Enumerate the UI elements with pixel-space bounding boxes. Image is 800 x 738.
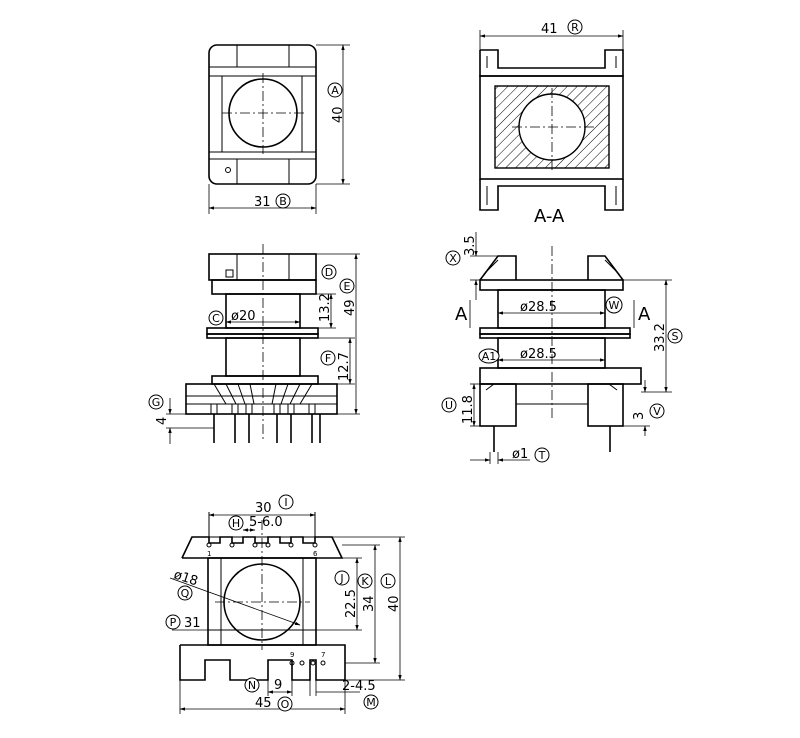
side-dim-phi1: ø1	[512, 447, 528, 462]
top-view-outline	[208, 44, 317, 185]
bottom-dim-9: 9	[274, 678, 282, 693]
pin1-marker	[225, 167, 231, 173]
bottom-dim-31: 31	[184, 616, 201, 631]
bottom-pin-1: 1	[207, 550, 211, 558]
front-tag-e: E	[344, 280, 351, 293]
bottom-tag-h: H	[232, 517, 240, 530]
side-tag-x: X	[449, 252, 457, 265]
bottom-pin-9: 9	[290, 651, 294, 659]
front-dim-4: 4	[155, 417, 170, 425]
top-view: 40 A 31 B	[208, 44, 350, 214]
front-dim-12-7: 12.7	[337, 352, 352, 381]
top-dim-width: 31	[254, 195, 271, 210]
side-tag-a1: A1	[482, 350, 497, 363]
front-dim-49: 49	[343, 299, 358, 316]
section-tag-r: R	[571, 21, 579, 34]
section-view: 41 R A-A	[479, 19, 624, 227]
bottom-pins-base	[289, 660, 326, 666]
side-dim-phi28-5-bottom: ø28.5	[520, 347, 557, 362]
bottom-tag-k: K	[361, 575, 369, 588]
side-tag-s: S	[672, 330, 679, 343]
side-tag-u: U	[445, 399, 453, 412]
section-body	[479, 75, 624, 180]
bottom-tag-j: J	[339, 572, 343, 585]
bottom-tag-i: I	[284, 496, 287, 509]
bottom-dim-2-4-5: 2-4.5	[342, 679, 376, 694]
bottom-dim-22-5: 22.5	[344, 589, 359, 618]
side-base-right	[587, 383, 624, 427]
bottom-base-flange	[179, 644, 346, 681]
bottom-tag-o: O	[281, 698, 290, 711]
side-tag-v: V	[653, 405, 661, 418]
bottom-dim-30: 30	[255, 501, 272, 516]
top-tag-a: A	[331, 84, 339, 97]
side-dim-33-2: 33.2	[653, 323, 668, 352]
section-dim-width: 41	[541, 22, 558, 37]
front-tag-g: G	[152, 396, 161, 409]
front-top-flange	[208, 253, 317, 281]
bottom-tag-n: N	[248, 679, 256, 692]
bottom-dim-40: 40	[387, 595, 402, 612]
bottom-tag-q: Q	[181, 587, 190, 600]
side-top-flange	[479, 279, 624, 291]
bottom-dim-5-6: 5-6.0	[249, 515, 283, 530]
side-dim-11-8: 11.8	[461, 395, 476, 424]
bottom-pin-7: 7	[321, 651, 325, 659]
front-tag-d: D	[325, 266, 333, 279]
bottom-view: 1 6 9 7 30 I 5-6.0 H ø18 Q 31 P	[165, 494, 405, 714]
bottom-pin-6: 6	[313, 550, 318, 558]
front-tag-c: C	[212, 312, 220, 325]
bottom-tag-m: M	[366, 696, 376, 709]
front-tag-f: F	[325, 352, 331, 365]
front-base	[185, 383, 338, 415]
front-dim-phi20: ø20	[231, 309, 256, 324]
front-dim-13-2: 13.2	[318, 293, 333, 322]
bottom-dim-45: 45	[255, 696, 272, 711]
bottom-tag-p: P	[170, 616, 177, 629]
front-view: 49 D E 13.2 ø20 C 12.7 F 4 G	[148, 244, 360, 444]
side-cut-a-right: A	[638, 304, 651, 325]
top-tag-b: B	[279, 195, 287, 208]
front-pins	[213, 414, 321, 443]
side-dim-phi28-5-top: ø28.5	[520, 300, 557, 315]
bottom-dim-34: 34	[362, 595, 377, 612]
side-tag-t: T	[538, 449, 546, 462]
top-dim-height: 40	[331, 106, 346, 123]
bottom-dim-phi18: ø18	[172, 568, 200, 590]
bottom-tag-l: L	[385, 575, 392, 588]
side-view: 3.5 X A A ø28.5 W 33.2 S ø28.5 A1 11.8 U…	[441, 232, 683, 464]
side-dim-3: 3	[632, 412, 647, 420]
section-label: A-A	[534, 206, 565, 227]
side-cut-a-left: A	[455, 304, 468, 325]
side-dim-3-5: 3.5	[463, 235, 478, 256]
side-tag-w: W	[609, 299, 620, 312]
side-base-left	[479, 383, 517, 427]
bottom-pins-top	[206, 542, 318, 548]
